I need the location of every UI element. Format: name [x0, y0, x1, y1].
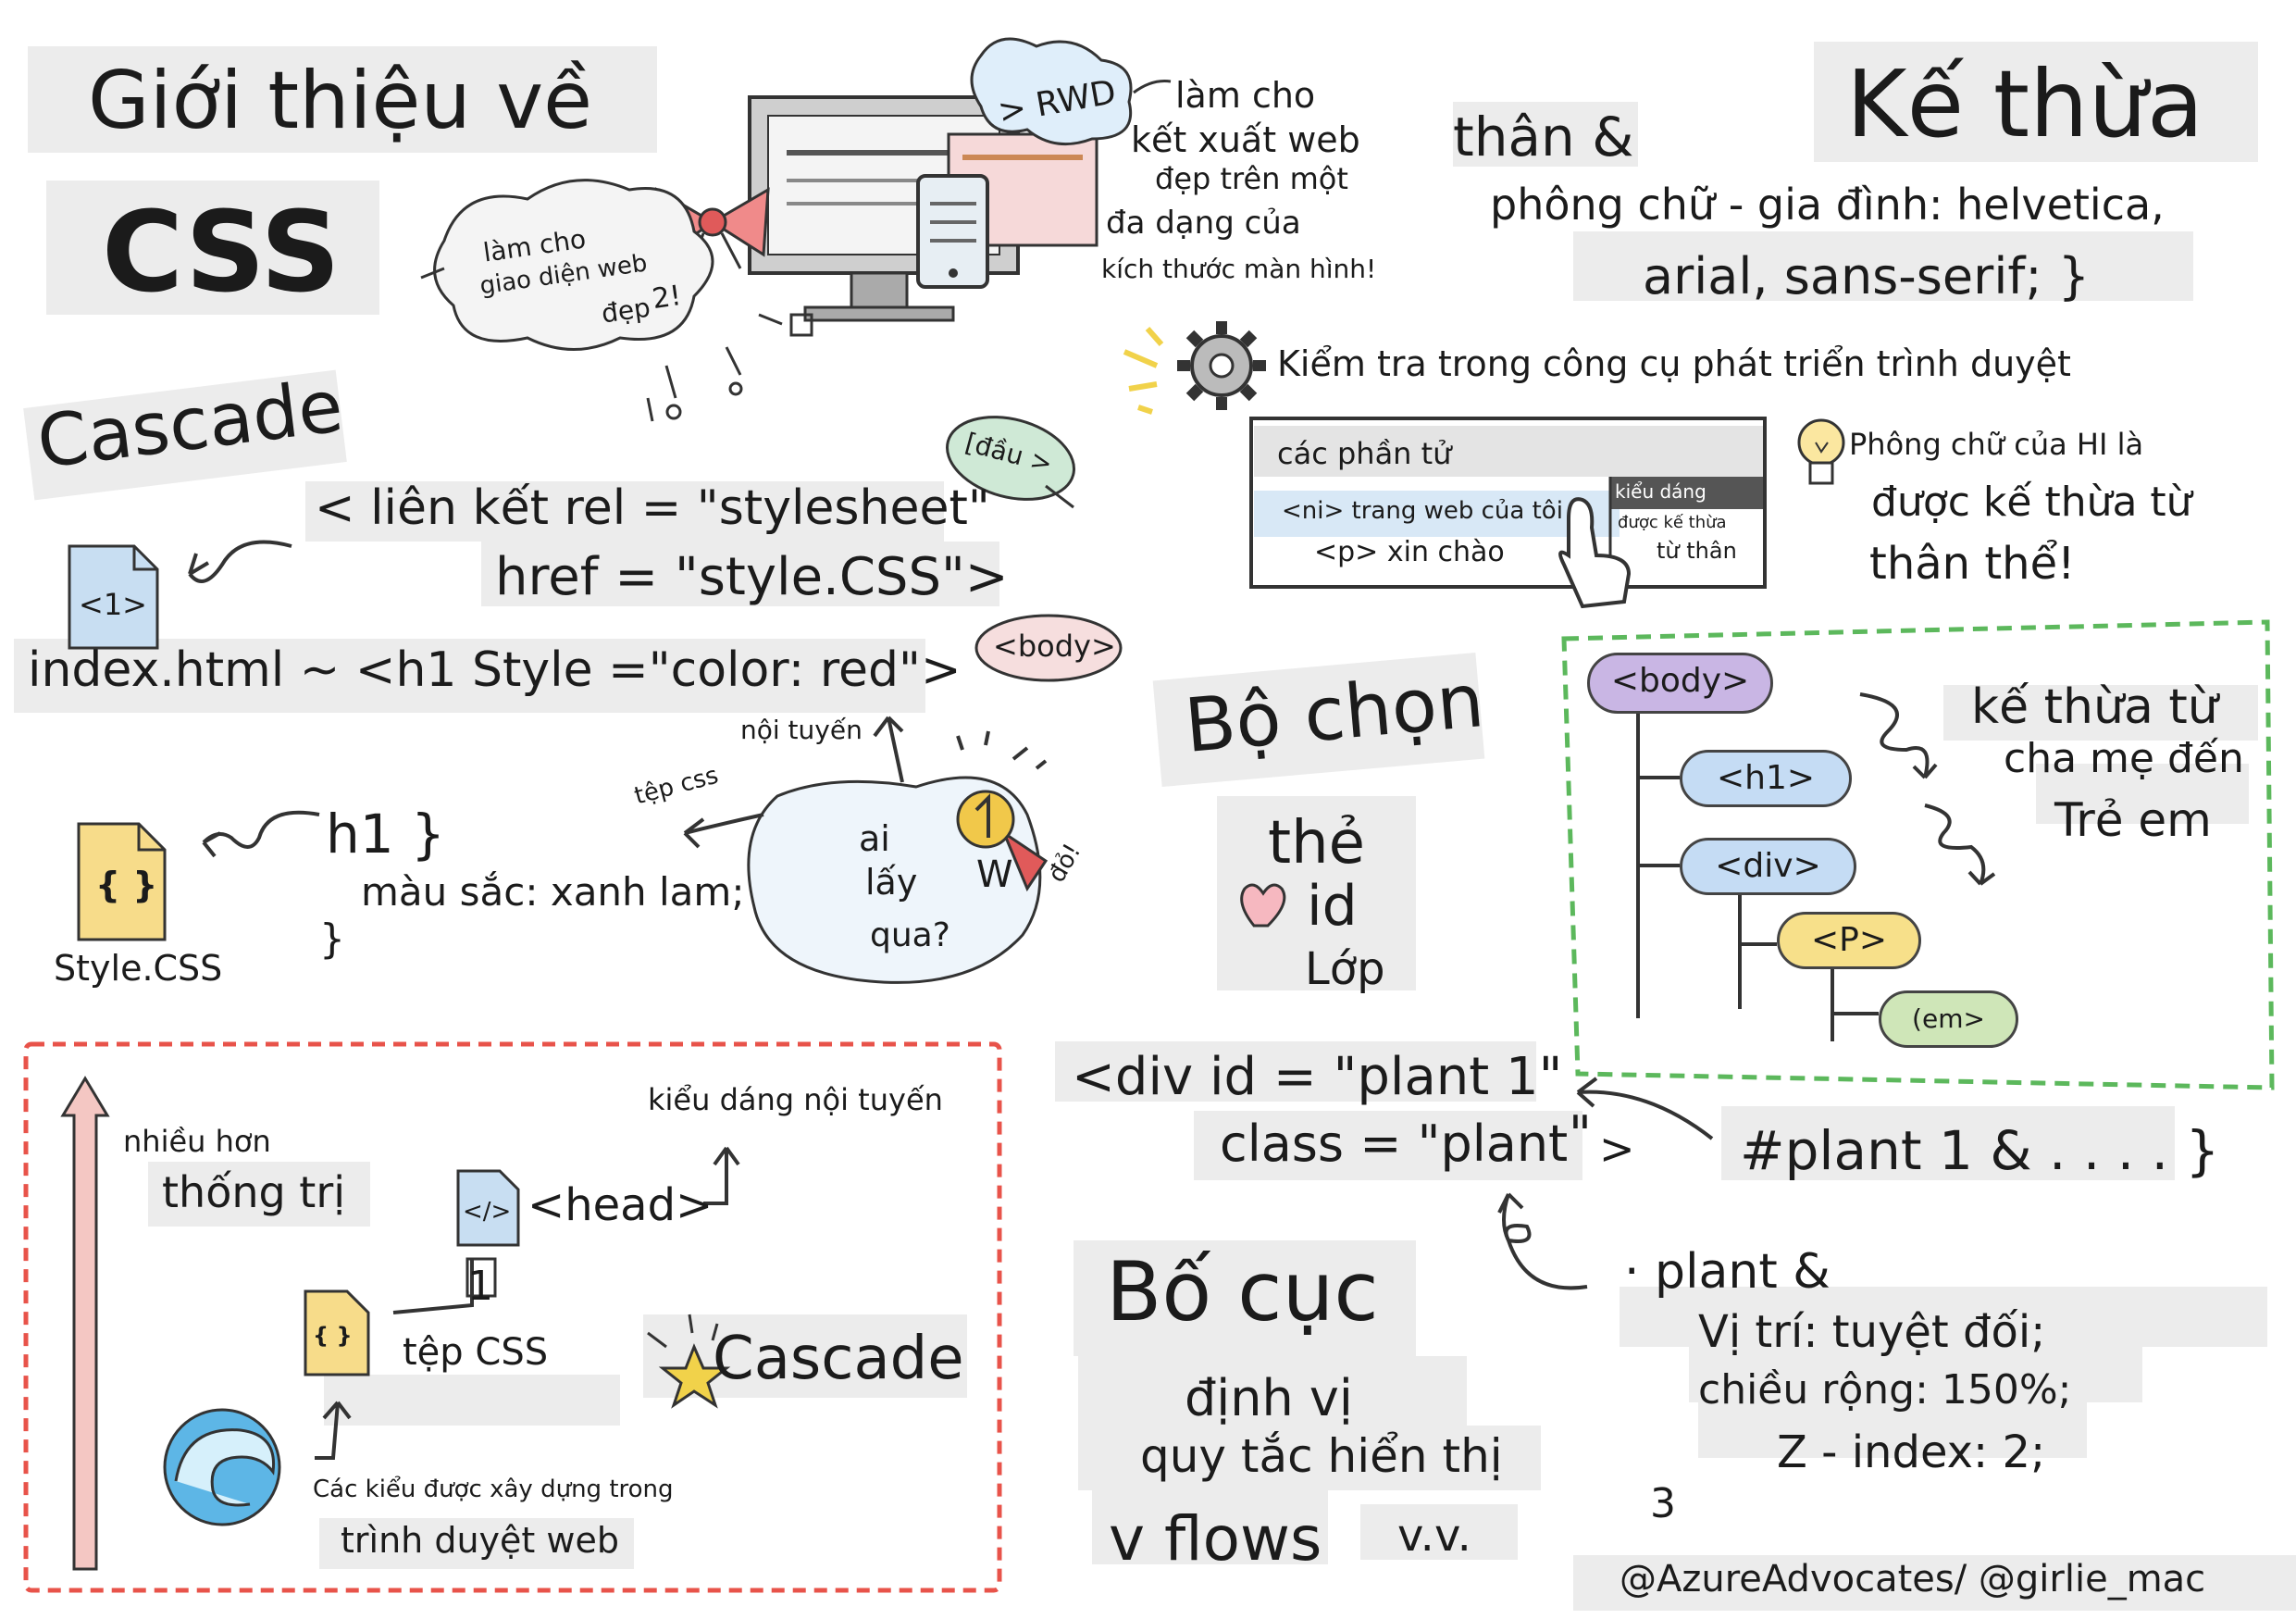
- dominance-css-icon-label: { }: [313, 1323, 353, 1349]
- heart-icon: [1240, 883, 1286, 928]
- page-title-css: CSS: [102, 189, 341, 318]
- inline-label: nội tuyến: [740, 715, 863, 745]
- medal-icon: [956, 730, 1049, 892]
- tree-node-h1: <h1>: [1680, 750, 1852, 807]
- plant-rule-l5: 3: [1650, 1480, 1676, 1527]
- dominance-one: 1: [467, 1263, 493, 1310]
- layout-l1: định vị: [1185, 1369, 1353, 1427]
- dominance-css-file: tệp CSS: [403, 1331, 549, 1374]
- h1-rule: màu sắc: xanh lam;: [361, 869, 745, 915]
- devtools-line1: <ni> trang web của tôi: [1282, 497, 1563, 525]
- plant-rule-l3: chiều rộng: 150%;: [1698, 1366, 2072, 1414]
- devtools-styles-tab[interactable]: kiểu dáng: [1615, 480, 1706, 503]
- tree-node-em: (em>: [1879, 990, 2018, 1048]
- rwd-l4: đa dạng của: [1106, 205, 1301, 242]
- selector-tag: thẻ: [1268, 809, 1366, 878]
- edge-logo-icon: [163, 1408, 281, 1526]
- div-code-quote: ": [1569, 1105, 1592, 1164]
- devtools-window: [1249, 417, 1767, 589]
- code-file-icon: [456, 1169, 520, 1247]
- tree-box: [1561, 619, 2275, 1090]
- devtools-side2: từ thân: [1657, 538, 1737, 564]
- hand-pointer-icon: [1558, 497, 1632, 609]
- gear-icon: [1177, 321, 1266, 410]
- rwd-l3: đẹp trên một: [1155, 161, 1348, 196]
- dominance-cascade: Cascade: [713, 1325, 964, 1393]
- bulb-l3: thân thể!: [1869, 538, 2076, 590]
- style-file-braces: { }: [95, 865, 158, 905]
- tree-text-l1: kế thừa từ: [1971, 679, 2218, 735]
- who-l2: lấy: [865, 862, 918, 903]
- rwd-l1: làm cho: [1175, 75, 1316, 116]
- body-bubble-label: <body>: [993, 629, 1116, 664]
- dominance-builtin: Các kiểu được xây dựng trong: [313, 1476, 674, 1503]
- layout-title: Bố cục: [1106, 1244, 1379, 1339]
- intro-cloud-l4: 2!: [650, 280, 684, 317]
- html-file-icon: [68, 544, 159, 650]
- plant-rule-l1: · plant &: [1624, 1244, 1831, 1300]
- head-bubble: [946, 416, 1075, 501]
- css-file-icon: [77, 822, 167, 941]
- tree-text-l3: Trẻ em: [2054, 793, 2212, 847]
- dominance-code-icon-label: </>: [463, 1198, 512, 1226]
- who-l1: ai: [859, 818, 890, 859]
- inherit-title: Kế thừa: [1846, 50, 2204, 158]
- tree-node-body: <body>: [1587, 653, 1773, 714]
- index-line: index.html ~ <h1 Style ="color: red">: [28, 642, 962, 698]
- devtools-label: Kiểm tra trong công cụ phát triển trình …: [1277, 343, 2071, 384]
- div-code-close: >: [1599, 1124, 1635, 1174]
- selector-id: id: [1307, 874, 1358, 939]
- css-file-icon-2: [304, 1289, 370, 1376]
- rwd-cloud: [970, 37, 1133, 146]
- winner-label: W: [976, 853, 1013, 896]
- page-title-line1: Giới thiệu về: [88, 55, 593, 147]
- rwd-l2: kết xuất web: [1131, 119, 1360, 160]
- bulb-l1: Phông chữ của HI là: [1849, 427, 2144, 462]
- link-line2: href = "style.CSS">: [495, 547, 1009, 607]
- tree-text-l2: cha mẹ đến: [2004, 735, 2244, 782]
- up-arrow-icon: [60, 1076, 110, 1571]
- dominance-head: <head>: [527, 1179, 714, 1231]
- dominance-box: [23, 1041, 1002, 1593]
- h1-close: }: [319, 915, 345, 963]
- div-code-l1: <div id = "plant 1": [1072, 1047, 1563, 1107]
- rwd-l5: kích thước màn hình!: [1101, 254, 1377, 284]
- link-line1: < liên kết rel = "stylesheet": [315, 480, 990, 536]
- dominance-inline-style: kiểu dáng nội tuyến: [648, 1082, 943, 1117]
- lightbulb-icon: [1797, 418, 1845, 485]
- inherit-l3: arial, sans-serif; }: [1643, 247, 2091, 305]
- phone-icon: [916, 174, 989, 289]
- tree-node-p: <P>: [1777, 912, 1921, 969]
- plant-rule-l4: Z - index: 2;: [1777, 1426, 2046, 1478]
- who-l3: qua?: [870, 916, 950, 954]
- html-file-label: <1>: [79, 587, 147, 622]
- style-file-label: Style.CSS: [54, 948, 223, 989]
- body-bubble: [974, 614, 1123, 682]
- inherit-l1: thân &: [1453, 106, 1634, 168]
- h1-open: h1 }: [326, 803, 445, 866]
- layout-l4: v.v.: [1397, 1510, 1471, 1562]
- bulb-l2: được kế thừa từ: [1871, 479, 2192, 526]
- devtools-elements-tab[interactable]: các phần tử: [1277, 436, 1452, 471]
- div-code-l2: class = "plant: [1220, 1115, 1569, 1173]
- intro-cloud: [433, 179, 714, 351]
- credit: @AzureAdvocates/ @girlie_mac: [1620, 1558, 2206, 1600]
- star-icon: [647, 1314, 731, 1409]
- layout-l2: quy tắc hiển thị: [1140, 1429, 1503, 1483]
- selector-class: Lớp: [1305, 943, 1385, 995]
- dominance-more: nhiều hơn: [123, 1124, 271, 1159]
- layout-l3: v flows: [1109, 1503, 1322, 1575]
- plant-id-rule: #plant 1 & . . . . }: [1740, 1119, 2220, 1182]
- plant-rule-l2: Vị trí: tuyệt đối;: [1698, 1306, 2046, 1358]
- dominance-browser: trình duyệt web: [341, 1520, 619, 1561]
- tree-node-div: <div>: [1680, 838, 1856, 895]
- devtools-side1: được kế thừa: [1618, 513, 1727, 532]
- dominance-dominant: thống trị: [162, 1167, 346, 1217]
- inherit-l2: phông chữ - gia đình: helvetica,: [1490, 180, 2165, 230]
- devtools-line2: <p> xin chào: [1314, 536, 1505, 568]
